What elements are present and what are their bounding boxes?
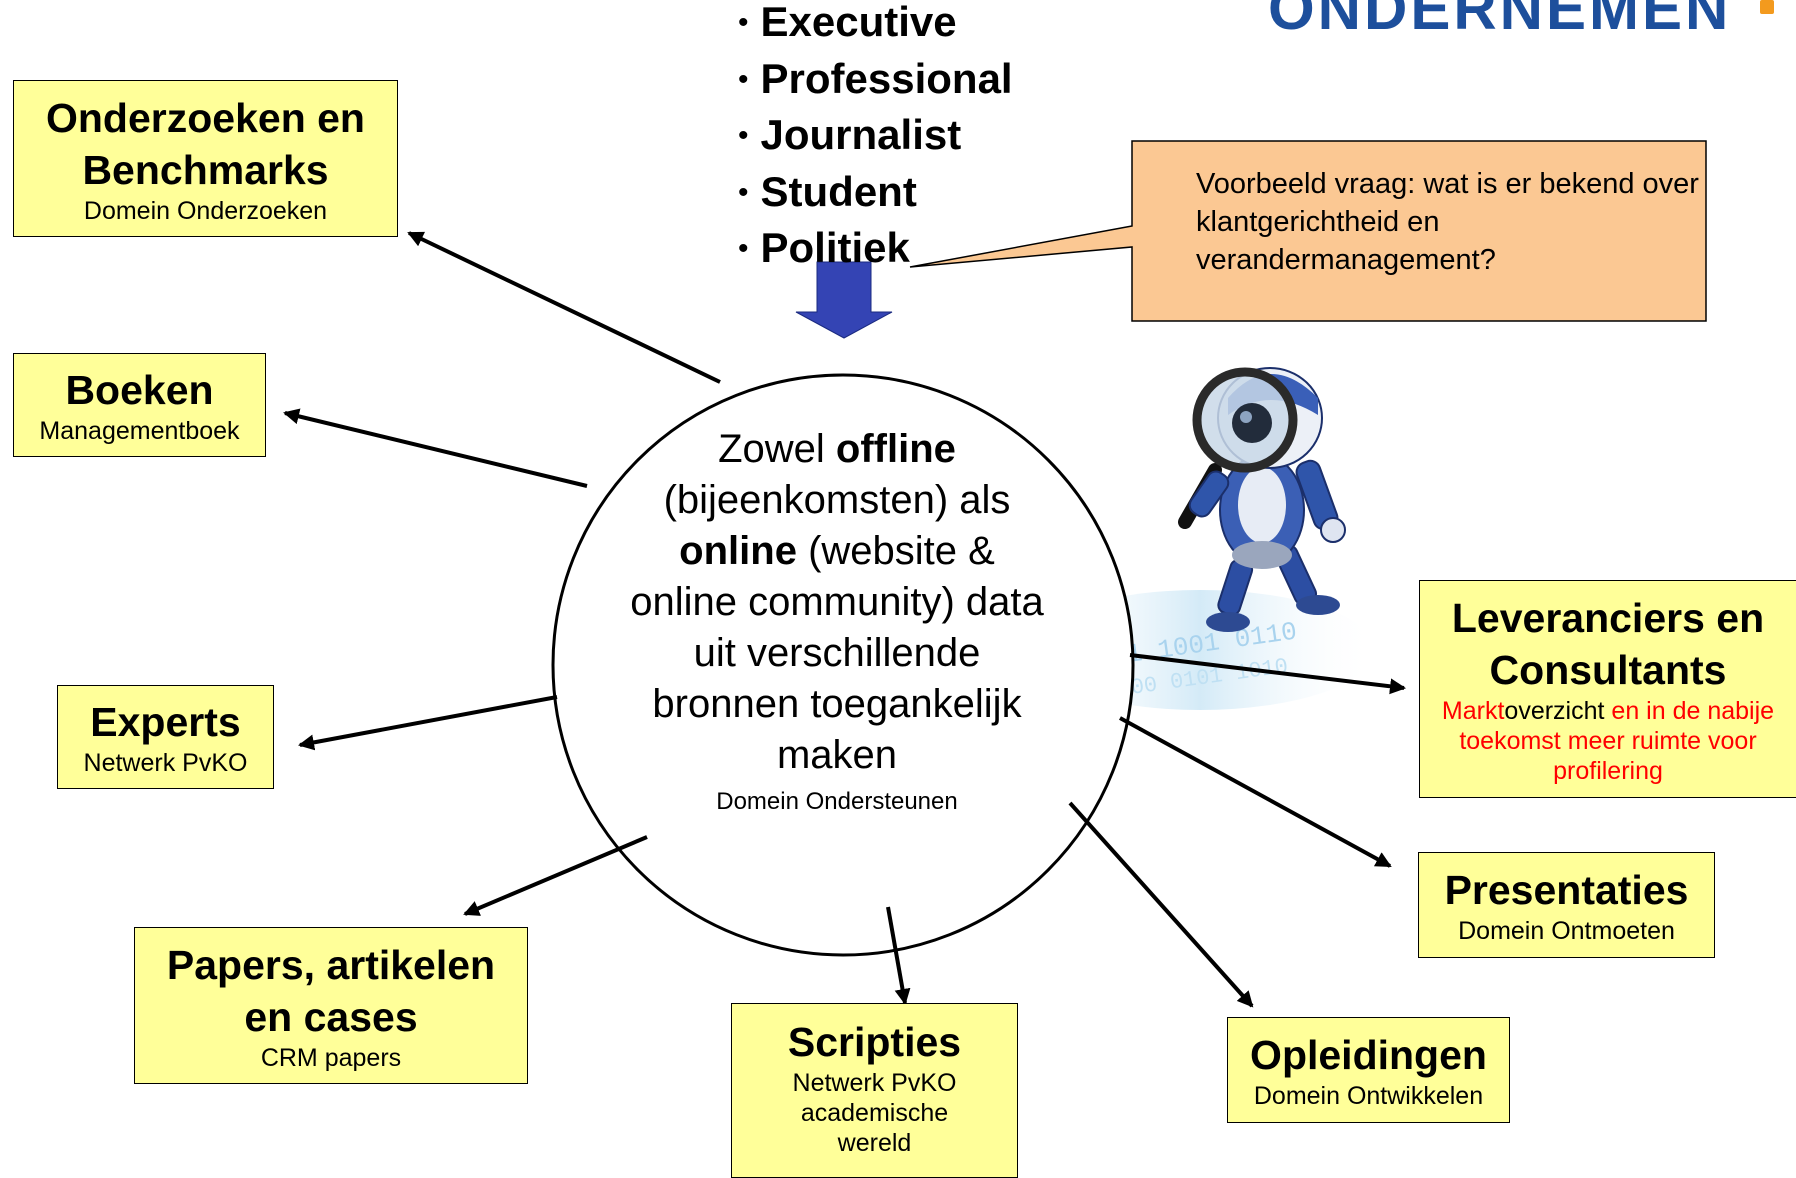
audience-item: Politiek (738, 222, 1013, 279)
center-line: (website & (808, 529, 995, 573)
robot-magnifier-icon (1178, 367, 1346, 632)
node-subtitle: Domein Onderzoeken (83, 196, 328, 225)
node-title: Presentaties (1444, 867, 1689, 913)
node-leveranciers: Leveranciers en Consultants Marktoverzic… (1419, 580, 1796, 798)
audience-item: Journalist (738, 109, 1013, 166)
callout-bubble (909, 140, 1707, 322)
center-word-online: online (679, 529, 797, 573)
center-circle (551, 373, 1135, 957)
arrow-scripties (886, 906, 911, 1005)
center-line: (bijeenkomsten) als (663, 478, 1011, 522)
center-word-zowel: Zowel (718, 427, 825, 471)
node-subtitle-red: en in de nabije toekomst meer ruimte voo… (1459, 697, 1775, 785)
node-subtitle: Netwerk PvKO (83, 749, 248, 777)
node-title: Opleidingen (1250, 1032, 1487, 1078)
node-subtitle: Netwerk PvKO academische wereld (792, 1069, 957, 1157)
arrow-papers (463, 835, 648, 916)
logo-text: ONDERNEMEN (1268, 0, 1732, 42)
center-line: bronnen toegankelijk (652, 682, 1022, 726)
node-subtitle: Domein Ontmoeten (1458, 917, 1675, 945)
node-presentaties: Presentaties Domein Ontmoeten (1418, 852, 1715, 958)
center-line: online community) data (630, 580, 1044, 624)
audience-item: Executive (738, 0, 1013, 53)
arrow-presentaties (1119, 716, 1392, 868)
arrow-onderzoeken (407, 231, 721, 384)
callout-text: Voorbeeld vraag: wat is er bekend over k… (1196, 168, 1699, 276)
node-title: Boeken (65, 367, 214, 413)
center-line: maken (776, 733, 898, 777)
node-scripties: Scripties Netwerk PvKO academische werel… (731, 1003, 1018, 1178)
node-subtitle: Domein Ontwikkelen (1253, 1082, 1484, 1110)
node-subtitle: Marktoverzicht en in de nabije toekomst … (1436, 696, 1781, 786)
node-subtitle: CRM papers (260, 1043, 402, 1072)
arrow-leveranciers (1129, 653, 1406, 695)
arrow-experts (298, 695, 558, 751)
audience-item: Student (738, 166, 1013, 223)
node-title: Experts (90, 699, 241, 745)
arrow-opleidingen (1068, 801, 1254, 1008)
center-word-offline: offline (835, 427, 956, 471)
center-text: Zowel offline (bijeenkomsten) als online… (600, 424, 1074, 817)
audience-list: Executive Professional Journalist Studen… (738, 0, 1013, 279)
node-experts: Experts Netwerk PvKO (57, 685, 274, 789)
node-boeken: Boeken Managementboek (13, 353, 266, 457)
logo-dot-icon (1760, 0, 1774, 14)
node-papers: Papers, artikelen en cases CRM papers (134, 927, 528, 1084)
node-title: Onderzoeken en Benchmarks (46, 94, 365, 193)
node-subtitle-red: Markt (1441, 697, 1505, 725)
node-title: Papers, artikelen en cases (166, 941, 496, 1040)
node-title: Leveranciers en Consultants (1451, 595, 1765, 693)
node-title: Scripties (787, 1019, 962, 1065)
arrow-boeken (283, 408, 588, 488)
node-opleidingen: Opleidingen Domein Ontwikkelen (1227, 1017, 1510, 1123)
center-subtitle: Domein Ondersteunen (716, 788, 958, 815)
node-subtitle: Managementboek (39, 417, 240, 445)
node-onderzoeken: Onderzoeken en Benchmarks Domein Onderzo… (13, 80, 398, 237)
center-line: uit verschillende (693, 631, 981, 675)
audience-item: Professional (738, 53, 1013, 110)
node-subtitle-black: overzicht (1504, 697, 1605, 725)
